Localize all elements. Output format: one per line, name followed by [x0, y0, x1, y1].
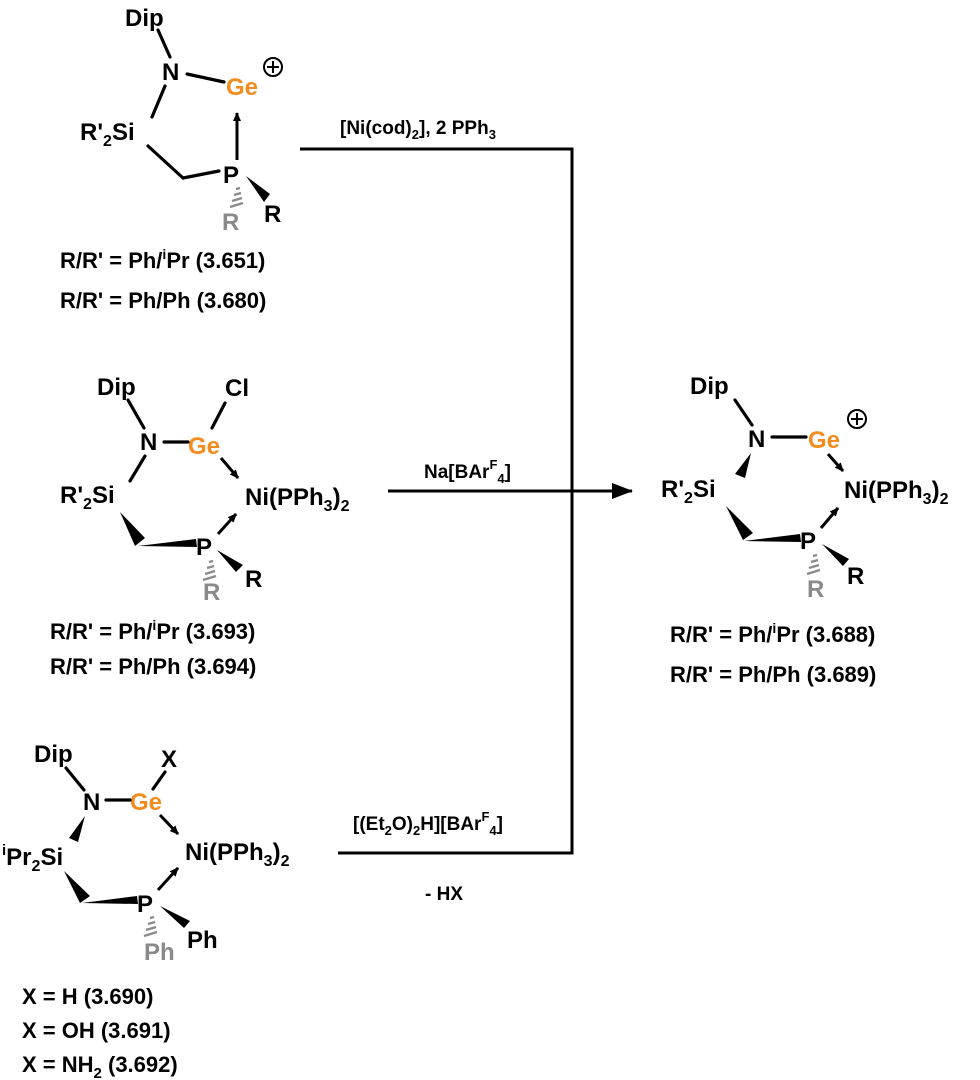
compound-label-line2: R/R' = Ph/Ph (3.694): [50, 654, 256, 679]
silicon-group: R'2Si: [60, 482, 115, 513]
hashed-bond-p-r: [806, 553, 821, 576]
cation-charge-icon: [263, 57, 283, 77]
dative-bond-p-ni: [819, 507, 840, 529]
nitrogen-atom: N: [162, 59, 179, 86]
dip-label: Dip: [34, 741, 73, 768]
cation-charge-icon: [847, 409, 867, 429]
bond-dip-n: [64, 766, 86, 792]
bond-ch2-p: [181, 169, 221, 180]
wedge-bond-ch2-p: [744, 534, 801, 542]
compound-germylium-cation: Dip N Ge R'2Si P R R R/R' = Ph/iPr (3.65…: [60, 5, 283, 313]
r-substituent-hashed: R: [203, 579, 220, 606]
bond-dip-n: [156, 28, 172, 59]
dip-label: Dip: [125, 5, 164, 32]
compound-label-line1: R/R' = Ph/iPr (3.651): [60, 246, 265, 273]
wedge-bond-p-r: [246, 176, 270, 202]
r-substituent-wedged: R: [245, 566, 262, 593]
wedge-bond-n-si: [735, 453, 751, 478]
bond-n-si: [150, 84, 167, 119]
nickel-complex: Ni(PPh3)2: [185, 839, 290, 870]
compound-label-line2: X = OH (3.691): [22, 1018, 171, 1043]
germanium-atom: Ge: [226, 74, 258, 101]
wedge-bond-si-ch2: [120, 512, 145, 546]
r-substituent-wedged: R: [847, 563, 864, 590]
dip-label: Dip: [690, 373, 729, 400]
germanium-atom: Ge: [808, 427, 840, 454]
phosphorus-atom: P: [137, 891, 153, 918]
compound-label-line3: X = NH2 (3.692): [22, 1052, 178, 1080]
wedge-bond-p-r: [822, 544, 849, 566]
bond-ge-x: [151, 770, 167, 791]
compound-label-line2: R/R' = Ph/Ph (3.689): [670, 662, 876, 687]
compound-label-line1: R/R' = Ph/iPr (3.693): [50, 617, 255, 644]
compound-label-line1: X = H (3.690): [22, 984, 153, 1009]
silicon-group: iPr2Si: [2, 842, 63, 875]
wedge-bond-si-ch2: [726, 506, 753, 540]
dative-bond-ge-ni: [826, 453, 845, 472]
nickel-complex: Ni(PPh3)2: [844, 477, 949, 508]
dative-bond-ge-ni: [158, 813, 180, 836]
condition-byproduct: - HX: [425, 884, 463, 905]
dative-bond-ge-ni: [219, 457, 240, 479]
bond-dip-n: [126, 398, 146, 430]
condition-brookhart-acid: [(Et2O)2H][BArF4]: [353, 809, 503, 838]
dative-bond-p-ni: [216, 512, 238, 536]
r-substituent-hashed: R: [807, 576, 824, 603]
bond-n-si: [128, 454, 147, 483]
r-substituent-wedged: R: [264, 201, 281, 228]
ph-substituent-hashed: Ph: [144, 939, 175, 966]
wedge-bond-n-si: [69, 816, 85, 842]
nickel-complex: Ni(PPh3)2: [245, 484, 350, 515]
r-substituent-hashed: R: [222, 209, 239, 236]
compound-product-cation: Dip N Ge R'2Si Ni(PPh3)2 P R R R/R' = Ph…: [661, 373, 949, 687]
condition-nickel-reagent: [Ni(cod)2], 2 PPh3: [340, 118, 496, 142]
bond-dip-n: [733, 398, 754, 427]
germanium-atom: Ge: [130, 789, 162, 816]
phosphorus-atom: P: [800, 528, 816, 555]
phosphorus-atom: P: [223, 162, 239, 189]
wedge-bond-ch2-p: [138, 539, 197, 547]
hashed-bond-p-r: [229, 186, 244, 209]
compound-label-line2: R/R' = Ph/Ph (3.680): [60, 288, 266, 313]
ph-substituent-wedged: Ph: [187, 927, 218, 954]
hashed-bond-p-ph: [143, 915, 158, 938]
wedge-bond-si-ch2: [64, 871, 90, 903]
silicon-group: R'2Si: [80, 119, 135, 150]
compound-x-germylene-nickel: Dip X N Ge iPr2Si Ni(PPh3)2 P Ph Ph X = …: [2, 741, 290, 1080]
wedge-bond-p-r: [217, 550, 243, 572]
nitrogen-atom: N: [83, 789, 100, 816]
bond-ge-cl: [210, 401, 227, 430]
x-substituent: X: [161, 746, 177, 773]
wedge-bond-p-ph: [160, 906, 190, 928]
chlorine-atom: Cl: [225, 375, 249, 402]
wedge-bond-ch2-p: [82, 896, 138, 904]
nitrogen-atom: N: [140, 429, 157, 456]
germanium-atom: Ge: [188, 433, 220, 460]
dative-bond-p-ni: [156, 866, 180, 892]
bond-si-ch2: [146, 144, 185, 180]
compound-label-line1: R/R' = Ph/iPr (3.688): [670, 620, 875, 647]
converging-reaction-line: [300, 147, 574, 855]
dip-label: Dip: [97, 374, 136, 401]
compound-chlorogermylene-nickel: Dip Cl N Ge R'2Si Ni(PPh3)2 P R R R/R' =…: [50, 374, 350, 679]
nitrogen-atom: N: [748, 426, 765, 453]
silicon-group: R'2Si: [661, 476, 716, 507]
condition-borate-salt: Na[BArF4]: [424, 457, 511, 486]
phosphorus-atom: P: [196, 534, 212, 561]
hashed-bond-p-r: [202, 559, 217, 582]
bond-n-ge: [185, 72, 226, 84]
reaction-arrows: [300, 147, 633, 855]
